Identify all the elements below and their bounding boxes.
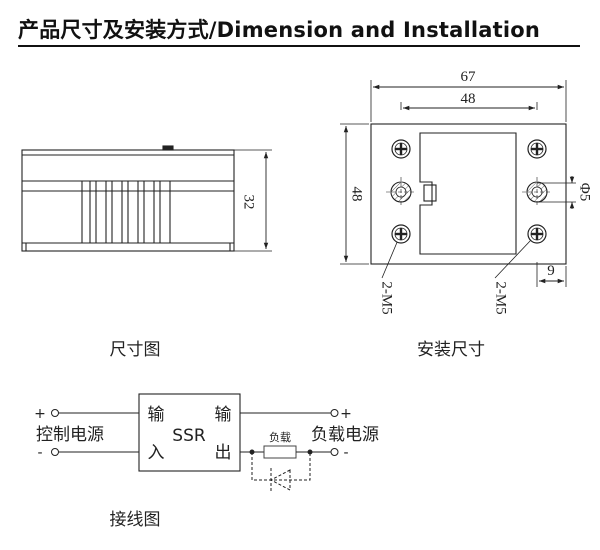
mount-view-caption: 安装尺寸 [417,340,485,360]
mount-hole-left [386,177,416,207]
control-plus-sign: + [34,406,46,422]
mount-height-label: 48 [349,187,365,202]
terminal-circle-icon [51,409,59,417]
mount-cover-outline [419,132,517,255]
control-supply-label: 控制电源 [36,425,104,445]
screw-right-label: 2-M5 [493,281,509,314]
load-resistor [263,445,297,459]
indicator-window [423,184,437,202]
screw-left-leader [381,239,399,279]
screw-left-label: 2-M5 [379,281,395,314]
terminal-circle-icon [330,409,339,417]
output-char-top: 输 [215,405,232,425]
page-title: 产品尺寸及安装方式/Dimension and Installation [18,18,541,42]
outer-width-label: 67 [461,69,477,85]
load-label: 负载 [269,430,291,444]
protection-branch [251,452,311,481]
ssr-label: SSR [172,426,206,446]
input-char-top: 输 [148,405,165,425]
mount-holes [386,138,552,245]
side-view-height-label: 32 [241,195,257,210]
wiring-diagram [51,393,339,492]
side-view-body-outline [21,149,235,252]
terminal-circle-icon [51,448,59,456]
edge-offset-label: 9 [547,263,555,279]
diode-icon [269,468,291,492]
load-minus-sign: - [343,445,348,461]
screw-cross-icon [526,223,548,245]
terminal-circle-icon [330,448,339,456]
mount-base-outline [370,123,567,265]
screw-cross-icon [390,138,412,160]
wiring-caption: 接线图 [110,510,161,530]
side-view-caption: 尺寸图 [110,340,161,360]
input-char-bottom: 入 [148,443,165,463]
screw-cross-icon [390,223,412,245]
side-view [21,145,272,252]
hole-spacing-label: 48 [461,91,476,107]
load-supply-label: 负载电源 [311,425,379,445]
load-plus-sign: + [340,406,352,422]
mount-view [340,80,576,287]
mount-hole-right [522,177,552,207]
title-underline [18,45,580,47]
screw-right-leader [494,239,532,279]
side-view-ribs [81,181,171,243]
screw-cross-icon [526,138,548,160]
hole-diameter-label: Φ5 [577,183,593,201]
ssr-block [138,393,241,472]
output-char-bottom: 出 [215,443,232,463]
control-minus-sign: - [37,445,42,461]
